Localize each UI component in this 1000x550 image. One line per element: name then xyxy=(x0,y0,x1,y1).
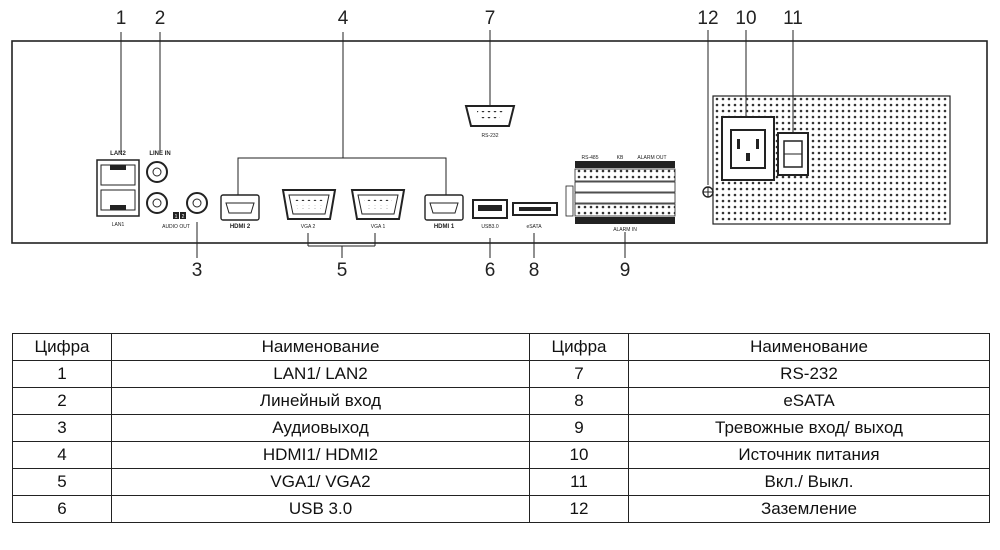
callout-4: 4 xyxy=(338,8,349,29)
esata-label: eSATA xyxy=(526,224,542,230)
table-row: 6 USB 3.0 12 Заземление xyxy=(12,495,990,523)
legend-table: Цифра Наименование Цифра Наименование 1 … xyxy=(12,333,990,523)
table-header-row: Цифра Наименование Цифра Наименование xyxy=(12,333,990,361)
callout-6: 6 xyxy=(485,260,496,281)
callout-9: 9 xyxy=(620,260,631,281)
audio-jacks: LINE IN 1 2 AUDIO OUT xyxy=(146,151,208,230)
vga2-label: VGA 2 xyxy=(301,224,316,230)
hdmi2-label: HDMI 2 xyxy=(230,224,251,230)
table-cell: Аудиовыход xyxy=(111,414,530,442)
header-number: Цифра xyxy=(529,333,629,361)
rear-panel-diagram: 1 2 3 4 5 6 7 8 9 10 11 12 LAN2 LAN1 LIN… xyxy=(11,8,988,281)
callout-1: 1 xyxy=(116,8,127,29)
header-name: Наименование xyxy=(628,333,990,361)
rs485-label: RS-485 xyxy=(582,155,599,161)
alarm-terminal-block: RS-485 KB ALARM OUT ALARM IN xyxy=(565,155,676,233)
table-cell: 8 xyxy=(529,387,629,415)
table-cell: 1 xyxy=(12,360,112,388)
table-cell: HDMI1/ HDMI2 xyxy=(111,441,530,469)
callout-7: 7 xyxy=(485,8,496,29)
table-cell: Источник питания xyxy=(628,441,990,469)
table-row: 3 Аудиовыход 9 Тревожные вход/ выход xyxy=(12,414,990,442)
table-cell: Линейный вход xyxy=(111,387,530,415)
table-cell: LAN1/ LAN2 xyxy=(111,360,530,388)
callout-8: 8 xyxy=(529,260,540,281)
usb3-port: USB3.0 xyxy=(472,199,508,230)
table-cell: eSATA xyxy=(628,387,990,415)
table-cell: 11 xyxy=(529,468,629,496)
usb3-label: USB3.0 xyxy=(481,224,498,230)
callout-11: 11 xyxy=(783,8,803,29)
table-cell: USB 3.0 xyxy=(111,495,530,523)
audio-channel-2: 2 xyxy=(182,214,185,220)
table-cell: Вкл./ Выкл. xyxy=(628,468,990,496)
callout-lines xyxy=(120,30,794,258)
table-cell: 7 xyxy=(529,360,629,388)
vga2-port: VGA 2 xyxy=(281,189,337,230)
table-row: 5 VGA1/ VGA2 11 Вкл./ Выкл. xyxy=(12,468,990,496)
esata-port: eSATA xyxy=(512,202,558,230)
line-in-label: LINE IN xyxy=(149,151,170,157)
callout-3: 3 xyxy=(192,260,203,281)
ground-screw xyxy=(702,186,714,198)
table-cell: 6 xyxy=(12,495,112,523)
callout-5: 5 xyxy=(337,260,348,281)
hdmi1-label: HDMI 1 xyxy=(434,224,455,230)
audio-out-label: AUDIO OUT xyxy=(162,224,190,230)
table-cell: 3 xyxy=(12,414,112,442)
vga1-label: VGA 1 xyxy=(371,224,386,230)
table-cell: 5 xyxy=(12,468,112,496)
lan1-label: LAN1 xyxy=(112,222,125,228)
table-cell: 9 xyxy=(529,414,629,442)
table-row: 2 Линейный вход 8 eSATA xyxy=(12,387,990,415)
rs232-label: RS-232 xyxy=(482,133,499,139)
alarm-out-label: ALARM OUT xyxy=(637,155,666,161)
vga1-port: VGA 1 xyxy=(350,189,406,230)
callout-10: 10 xyxy=(735,8,756,29)
lan2-label: LAN2 xyxy=(110,151,126,157)
table-row: 4 HDMI1/ HDMI2 10 Источник питания xyxy=(12,441,990,469)
header-number: Цифра xyxy=(12,333,112,361)
audio-channel-1: 1 xyxy=(175,214,178,220)
alarm-in-label: ALARM IN xyxy=(613,227,637,233)
table-cell: 10 xyxy=(529,441,629,469)
table-cell: 2 xyxy=(12,387,112,415)
table-cell: 4 xyxy=(12,441,112,469)
callout-12: 12 xyxy=(697,8,718,29)
lan-ports: LAN2 LAN1 xyxy=(96,151,140,228)
table-cell: RS-232 xyxy=(628,360,990,388)
hdmi2-port: HDMI 2 xyxy=(220,194,260,230)
header-name: Наименование xyxy=(111,333,530,361)
callout-2: 2 xyxy=(155,8,166,29)
hdmi1-port: HDMI 1 xyxy=(424,194,464,230)
table-row: 1 LAN1/ LAN2 7 RS-232 xyxy=(12,360,990,388)
kb-label: KB xyxy=(617,155,624,161)
table-cell: VGA1/ VGA2 xyxy=(111,468,530,496)
table-cell: Заземление xyxy=(628,495,990,523)
power-supply-module xyxy=(712,95,951,225)
table-cell: Тревожные вход/ выход xyxy=(628,414,990,442)
table-cell: 12 xyxy=(529,495,629,523)
rs232-port: RS-232 xyxy=(464,105,516,139)
